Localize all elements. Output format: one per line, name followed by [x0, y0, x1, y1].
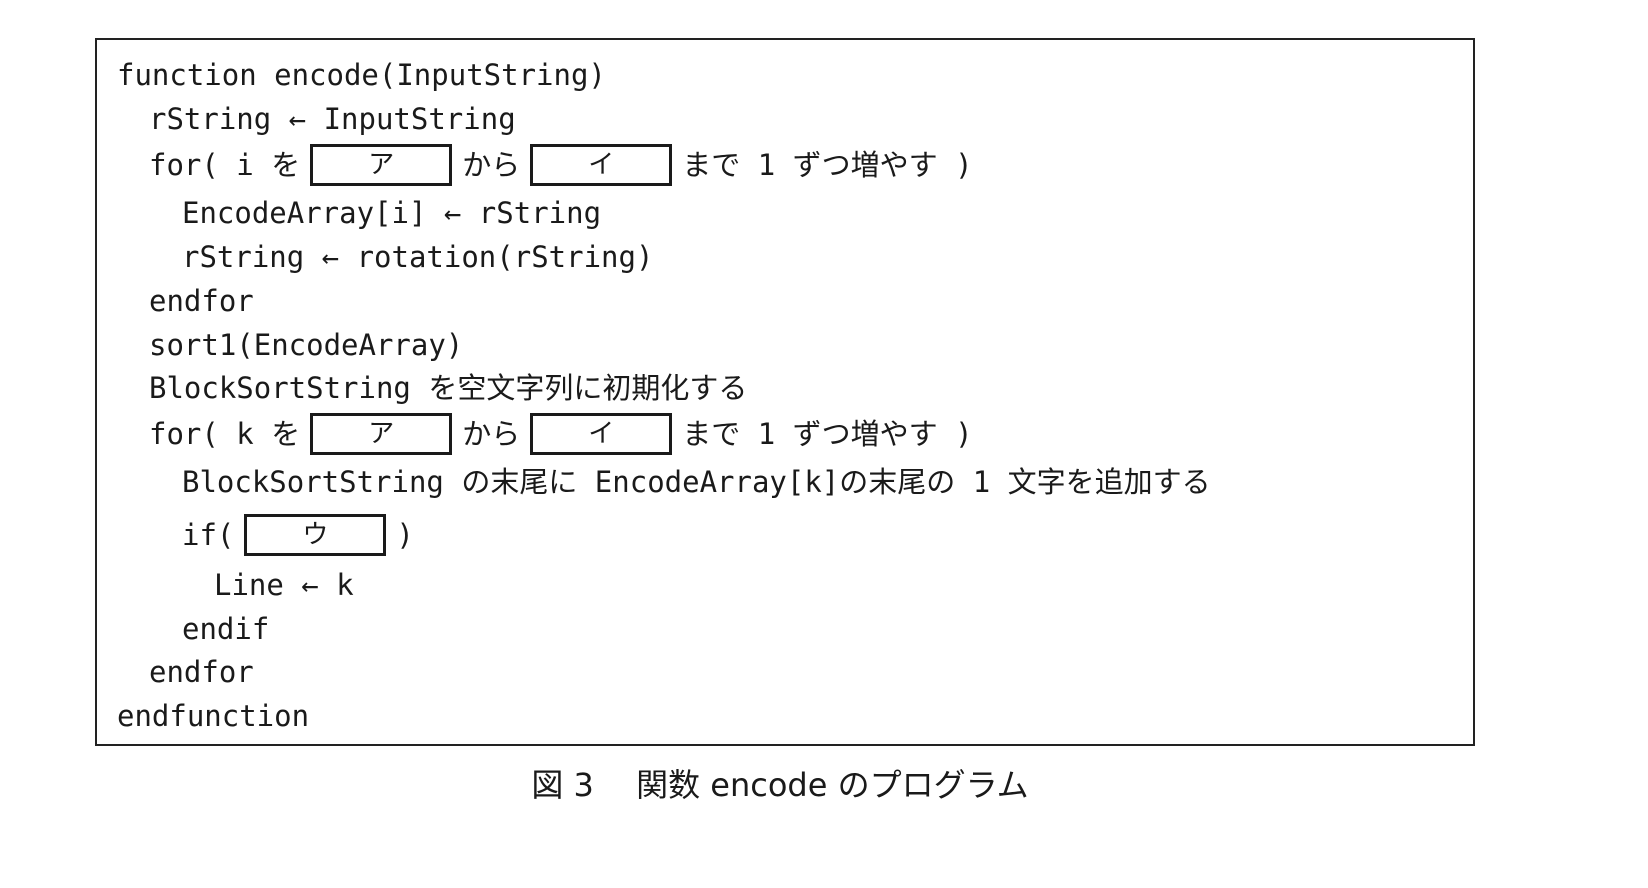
answer-blank: ウ [244, 514, 387, 556]
figure-caption: 図 3 関数 encode のプログラム [0, 760, 1560, 806]
code-text: endfor [149, 655, 254, 689]
code-line: for( k をアからイまで 1 ずつ増やす ) [149, 412, 973, 456]
code-text: EncodeArray[i] ← rString [182, 196, 602, 230]
code-line: EncodeArray[i] ← rString [182, 191, 601, 235]
code-text: endfor [149, 284, 254, 318]
code-text: ) [396, 518, 414, 552]
code-line: function encode(InputString) [117, 53, 606, 97]
code-text: まで 1 ずつ増やす ) [682, 417, 973, 451]
code-text: Line ← k [214, 568, 354, 602]
code-text: から [462, 417, 521, 451]
code-text: function encode(InputString) [117, 58, 606, 92]
caption-title: 関数 encode のプログラム [636, 766, 1029, 804]
answer-blank: イ [530, 144, 673, 186]
code-line: endfunction [117, 694, 309, 738]
code-text: BlockSortString の末尾に EncodeArray[k]の末尾の … [182, 465, 1211, 499]
code-text: rString ← rotation(rString) [182, 240, 654, 274]
code-line: rString ← InputString [149, 97, 516, 141]
code-text: rString ← InputString [149, 102, 516, 136]
code-line: sort1(EncodeArray) [149, 323, 463, 367]
code-line: for( i をアからイまで 1 ずつ増やす ) [149, 143, 973, 187]
code-line: Line ← k [214, 563, 354, 607]
code-text: endfunction [117, 699, 310, 733]
code-line: endif [182, 607, 269, 651]
code-text: まで 1 ずつ増やす ) [682, 148, 973, 182]
code-text: endif [182, 612, 270, 646]
code-line: rString ← rotation(rString) [182, 235, 653, 279]
code-text: for( i を [149, 148, 301, 182]
answer-blank: ア [310, 144, 453, 186]
code-line: BlockSortString を空文字列に初期化する [149, 366, 747, 410]
code-text: から [462, 148, 521, 182]
caption-number: 図 3 [531, 766, 594, 804]
code-text: if( [182, 518, 235, 552]
code-line: endfor [149, 279, 254, 323]
code-line: BlockSortString の末尾に EncodeArray[k]の末尾の … [182, 460, 1211, 504]
code-text: BlockSortString を空文字列に初期化する [149, 371, 748, 405]
program-frame [95, 38, 1475, 746]
answer-blank: イ [530, 413, 673, 455]
code-line: if( ウ) [182, 513, 414, 557]
code-text: for( k を [149, 417, 301, 451]
code-text: sort1(EncodeArray) [149, 328, 464, 362]
code-line: endfor [149, 650, 254, 694]
answer-blank: ア [310, 413, 453, 455]
